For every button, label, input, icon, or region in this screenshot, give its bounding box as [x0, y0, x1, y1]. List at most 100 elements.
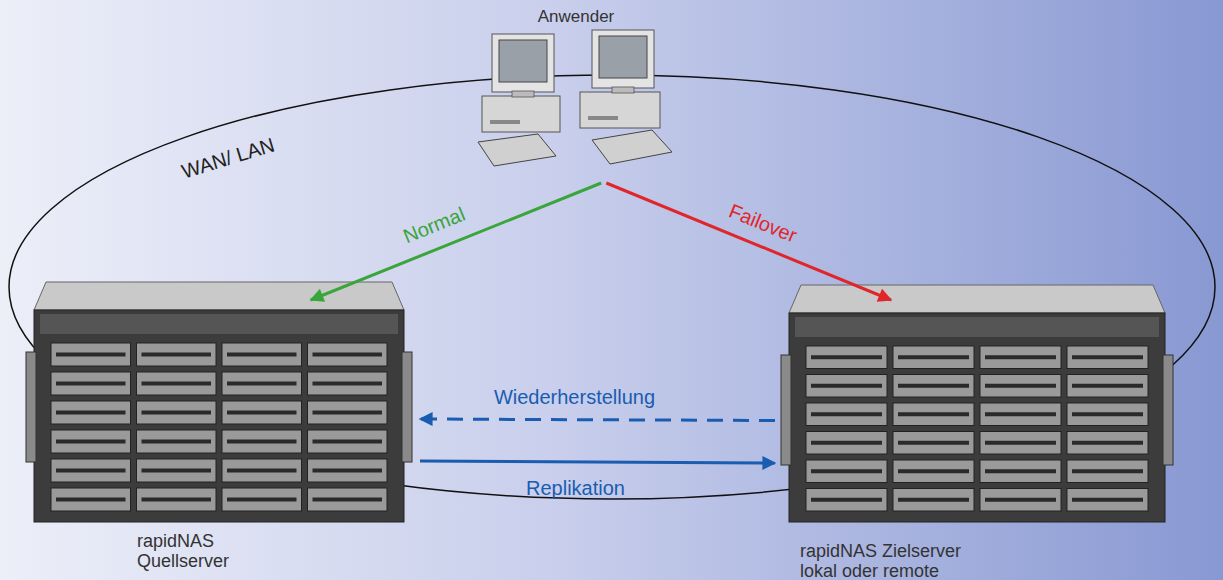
drive-slot	[56, 411, 126, 415]
drive-bay	[980, 375, 1061, 398]
drive-bay	[806, 489, 887, 512]
pc-stand	[512, 91, 534, 97]
server-handle	[781, 355, 791, 465]
user-computers	[478, 30, 672, 166]
drive-slot	[56, 498, 126, 502]
drive-slot	[811, 384, 882, 388]
drive-slot	[985, 412, 1056, 416]
drive-slot	[898, 384, 969, 388]
drive-slot	[811, 355, 882, 359]
drive-bay	[222, 372, 302, 395]
drive-bay	[893, 375, 974, 398]
drive-bay	[308, 430, 388, 453]
drive-slot	[1072, 441, 1143, 445]
server-handle	[26, 352, 36, 462]
drive-bay	[1067, 403, 1148, 426]
drive-bay	[51, 488, 131, 511]
drive-bay	[222, 343, 302, 366]
server-label: rapidNAS Zielserver lokal oder remote	[800, 542, 990, 580]
drive-bay	[222, 401, 302, 424]
drive-slot	[227, 353, 297, 357]
pc-case	[580, 92, 660, 128]
drive-bay	[137, 343, 217, 366]
pc-drive	[588, 116, 618, 120]
drive-slot	[898, 498, 969, 502]
drive-bay	[980, 432, 1061, 455]
server-label: rapidNAS Quellserver	[137, 532, 267, 572]
drive-slot	[142, 469, 212, 473]
drive-bay	[806, 432, 887, 455]
drive-slot	[313, 382, 383, 386]
server-front	[789, 313, 1165, 522]
drive-bay	[308, 488, 388, 511]
drive-slot	[985, 355, 1056, 359]
user-group: Anwender	[466, 2, 688, 183]
drive-slot	[1072, 469, 1143, 473]
drive-slot	[227, 411, 297, 415]
edge-label: Wiederherstellung	[494, 386, 655, 408]
drive-bay	[893, 460, 974, 483]
drive-bay	[51, 372, 131, 395]
server-node: rapidNAS Zielserver lokal oder remote	[775, 300, 1175, 580]
drive-bay	[222, 430, 302, 453]
pc-keyboard	[478, 134, 556, 166]
drive-slot	[56, 382, 126, 386]
server-front	[34, 310, 404, 522]
drive-bay	[1067, 432, 1148, 455]
group-label: Anwender	[466, 8, 686, 27]
drive-slot	[898, 441, 969, 445]
pc-drive	[490, 120, 520, 124]
drive-slot	[898, 355, 969, 359]
pc-stand	[612, 87, 634, 93]
drive-slot	[56, 353, 126, 357]
drive-slot	[56, 469, 126, 473]
connector-arrow	[606, 183, 891, 300]
drive-bay	[980, 403, 1061, 426]
pc-screen	[599, 36, 647, 78]
connector-arrow	[420, 419, 775, 421]
pc-monitor	[592, 30, 654, 88]
drive-slot	[811, 441, 882, 445]
edge-label: Normal	[400, 202, 468, 247]
pc-case	[482, 96, 560, 132]
drive-bay	[980, 489, 1061, 512]
drive-bay	[222, 488, 302, 511]
drive-bay	[137, 459, 217, 482]
drive-bay	[893, 403, 974, 426]
pc-monitor	[492, 34, 554, 92]
drive-bay	[1067, 346, 1148, 369]
drive-slot	[142, 440, 212, 444]
drive-slot	[985, 384, 1056, 388]
drive-slot	[313, 440, 383, 444]
server-handle	[402, 352, 412, 462]
server-top	[789, 285, 1165, 313]
drive-bay	[51, 459, 131, 482]
drive-slot	[811, 412, 882, 416]
drive-slot	[985, 498, 1056, 502]
drive-slot	[1072, 355, 1143, 359]
drive-slot	[898, 469, 969, 473]
connector-arrow	[311, 183, 601, 300]
drive-slot	[142, 353, 212, 357]
drive-bay	[137, 430, 217, 453]
drive-slot	[142, 382, 212, 386]
drive-slot	[811, 469, 882, 473]
drive-slot	[227, 469, 297, 473]
drive-slot	[985, 469, 1056, 473]
drive-bay	[137, 372, 217, 395]
server-panel	[795, 317, 1159, 337]
drive-slot	[56, 440, 126, 444]
drive-slot	[313, 498, 383, 502]
drive-bay	[893, 489, 974, 512]
pc-screen	[499, 40, 547, 82]
nas-server	[781, 285, 1173, 522]
drive-bay	[137, 401, 217, 424]
drive-bay	[51, 430, 131, 453]
drive-slot	[1072, 412, 1143, 416]
pc-keyboard	[592, 130, 672, 164]
drive-slot	[313, 469, 383, 473]
drive-slot	[227, 382, 297, 386]
network-ellipse	[9, 75, 1215, 499]
drive-bay	[806, 375, 887, 398]
edge-label: Failover	[726, 199, 800, 246]
